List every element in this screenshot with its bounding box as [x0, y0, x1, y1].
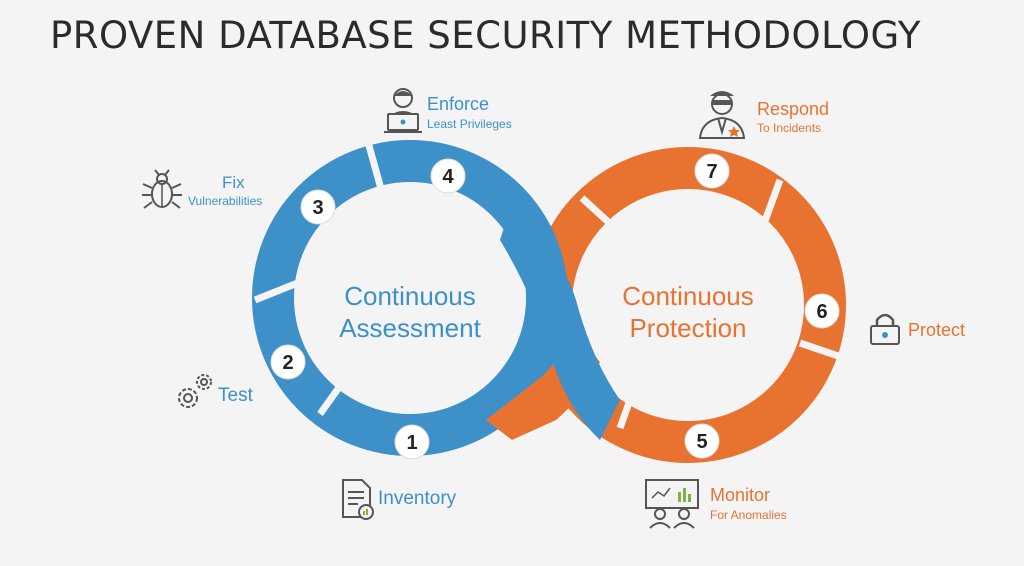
assessment-line2: Assessment — [339, 313, 481, 343]
step-number: 4 — [442, 166, 454, 188]
page-title: PROVEN DATABASE SECURITY METHODOLOGY — [50, 14, 921, 57]
assessment-gap — [317, 369, 353, 417]
step-number: 7 — [706, 161, 717, 183]
step-3-badge: 3 — [300, 189, 336, 225]
protection-line2: Protection — [629, 313, 747, 343]
step-6-label: Protect — [908, 320, 966, 340]
step-number: 3 — [312, 197, 323, 219]
assessment-gap — [253, 278, 302, 304]
step-5-badge: 5 — [684, 423, 720, 459]
step-badge-circle — [430, 158, 466, 194]
step-badge-circle — [300, 189, 336, 225]
padlock-icon — [870, 313, 900, 345]
step-number: 5 — [696, 431, 707, 453]
step-7-label: Respond — [757, 99, 830, 119]
step-number: 6 — [816, 301, 827, 323]
step-4-label: Enforce — [427, 94, 490, 114]
protection-title: Continuous Protection — [598, 280, 778, 344]
protection-gap — [754, 178, 784, 242]
step-badge-circle — [804, 293, 840, 329]
step-badge-circle — [270, 344, 306, 380]
step-number: 2 — [282, 352, 293, 374]
step-5-label: Monitor — [710, 485, 771, 505]
protection-gap — [616, 370, 644, 430]
step-5-sublabel: For Anomalies — [710, 508, 787, 522]
protection-line1: Continuous — [622, 281, 754, 311]
step-4-sublabel: Least Privileges — [427, 117, 512, 131]
assessment-line1: Continuous — [344, 281, 476, 311]
agent-icon — [698, 91, 746, 139]
step-number: 1 — [406, 432, 417, 454]
monitor-people-icon — [645, 479, 699, 529]
assessment-crossover — [500, 210, 620, 440]
protection-gap — [579, 195, 631, 243]
step-badge-circle — [684, 423, 720, 459]
bug-icon — [142, 169, 182, 209]
user-laptop-icon — [384, 88, 422, 133]
document-chart-icon — [342, 479, 374, 520]
step-7-badge: 7 — [694, 153, 730, 189]
step-6-badge: 6 — [804, 293, 840, 329]
step-2-badge: 2 — [270, 344, 306, 380]
step-badge-circle — [394, 424, 430, 460]
step-badge-circle — [694, 153, 730, 189]
assessment-title: Continuous Assessment — [320, 280, 500, 344]
step-3-label: Fix — [222, 173, 245, 192]
step-7-sublabel: To Incidents — [757, 121, 822, 135]
step-2-label: Test — [218, 385, 253, 406]
protection-gap — [798, 339, 852, 364]
step-1-badge: 1 — [394, 424, 430, 460]
gears-icon — [178, 374, 212, 408]
step-4-badge: 4 — [430, 158, 466, 194]
step-3-sublabel: Vulnerabilities — [188, 194, 263, 208]
assessment-gap — [364, 141, 387, 197]
step-1-label: Inventory — [378, 488, 457, 509]
